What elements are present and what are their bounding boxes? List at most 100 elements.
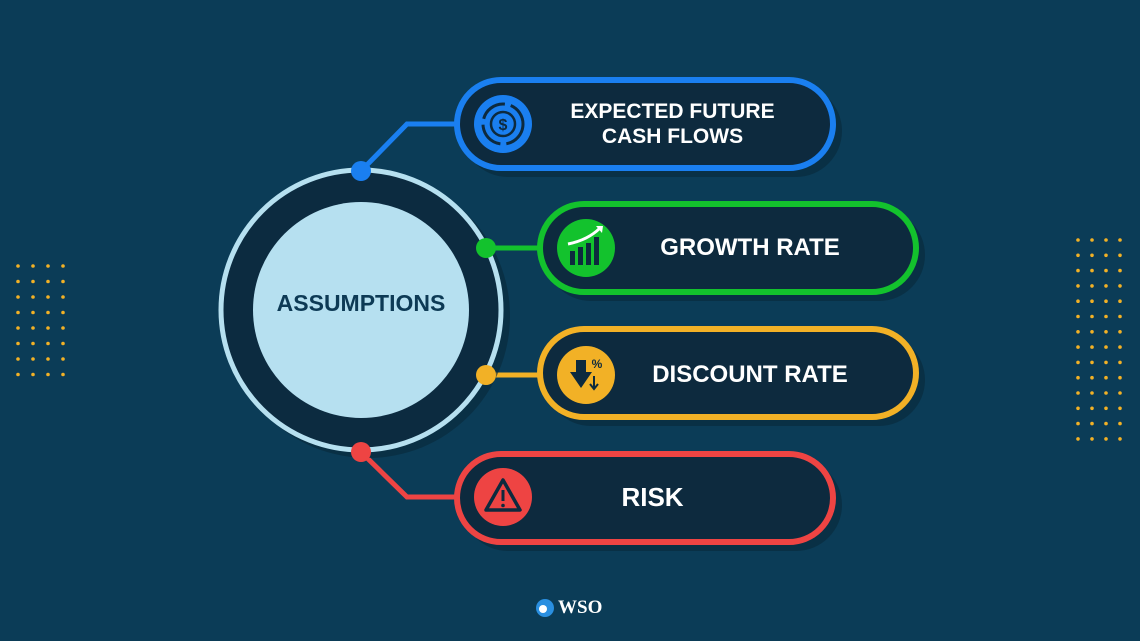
- decorative-dot: [61, 279, 65, 284]
- decorative-dot: [16, 326, 20, 330]
- decorative-dot: [1118, 437, 1122, 441]
- decorative-dot: [61, 372, 65, 377]
- decorative-dot: [1076, 406, 1080, 411]
- decorative-dot: [31, 264, 35, 268]
- decorative-dot: [1076, 345, 1080, 349]
- decorative-dot: [1104, 238, 1108, 242]
- decorative-dot: [1118, 299, 1122, 304]
- item-label-growth: GROWTH RATE: [660, 233, 840, 261]
- decorative-dot: [1076, 391, 1080, 395]
- decorative-dot: [16, 310, 20, 315]
- decorative-dot: [1104, 345, 1108, 349]
- decorative-dot: [1076, 314, 1080, 319]
- decorative-dot: [46, 279, 50, 284]
- decorative-dot: [1076, 238, 1080, 242]
- item-label-risk: RISK: [621, 482, 684, 513]
- decorative-dot: [31, 279, 35, 284]
- decorative-dot: [16, 357, 20, 361]
- node-dot-growth: [476, 238, 496, 258]
- warning-icon: [474, 468, 532, 526]
- node-dot-discount: [476, 365, 496, 385]
- svg-text:%: %: [592, 357, 603, 371]
- decorative-dot: [1118, 253, 1122, 258]
- connector-cash-flows: [359, 121, 460, 173]
- decorative-dot: [1104, 314, 1108, 319]
- pill-growth: [537, 201, 925, 301]
- decorative-dot: [1090, 406, 1094, 411]
- decorative-dots-left: [16, 264, 65, 377]
- pill-discount: %: [537, 326, 925, 426]
- decorative-dot: [1076, 330, 1080, 334]
- decorative-dot: [61, 326, 65, 330]
- decorative-dot: [1090, 268, 1094, 273]
- center-label: ASSUMPTIONS: [276, 290, 446, 316]
- decorative-dot: [1090, 330, 1094, 334]
- decorative-dot: [1104, 406, 1108, 411]
- main-circle-inner: [253, 202, 469, 418]
- decorative-dot: [31, 357, 35, 361]
- node-dot-cash-flows: [351, 161, 371, 181]
- decorative-dot: [1076, 421, 1080, 426]
- decorative-dot: [1076, 284, 1080, 288]
- decorative-dot: [61, 357, 65, 361]
- decorative-dot: [16, 295, 20, 299]
- decorative-dot: [61, 341, 65, 346]
- decorative-dot: [46, 372, 50, 377]
- decorative-dot: [1118, 238, 1122, 242]
- item-label-discount: DISCOUNT RATE: [652, 360, 848, 388]
- decorative-dot: [16, 372, 20, 377]
- decorative-dot: [46, 264, 50, 268]
- decorative-dot: [1104, 391, 1108, 395]
- discount-arrow-icon: %: [557, 346, 615, 404]
- decorative-dot: [1104, 437, 1108, 441]
- decorative-dot: [1118, 421, 1122, 426]
- decorative-dot: [1118, 391, 1122, 395]
- dollar-cycle-icon: $: [474, 95, 532, 153]
- growth-chart-icon: [557, 219, 615, 277]
- svg-text:$: $: [499, 117, 508, 134]
- decorative-dot: [1090, 437, 1094, 441]
- decorative-dot: [46, 310, 50, 315]
- decorative-dot: [1118, 406, 1122, 411]
- decorative-dot: [1090, 421, 1094, 426]
- decorative-dot: [1104, 299, 1108, 304]
- decorative-dot: [1118, 360, 1122, 365]
- decorative-dot: [46, 326, 50, 330]
- globe-icon: [536, 599, 554, 617]
- decorative-dot: [1090, 284, 1094, 288]
- decorative-dot: [1076, 253, 1080, 258]
- decorative-dot: [31, 326, 35, 330]
- decorative-dot: [1090, 345, 1094, 349]
- decorative-dot: [31, 372, 35, 377]
- decorative-dot: [1090, 253, 1094, 258]
- decorative-dots-right: [1076, 238, 1122, 441]
- decorative-dot: [1104, 375, 1108, 380]
- pill-cash-flows: $: [454, 77, 842, 177]
- wso-logo: WSO: [535, 597, 602, 619]
- decorative-dot: [1076, 360, 1080, 365]
- decorative-dot: [46, 341, 50, 346]
- decorative-dot: [1104, 421, 1108, 426]
- decorative-dot: [1090, 360, 1094, 365]
- decorative-dot: [61, 295, 65, 299]
- decorative-dot: [1104, 253, 1108, 258]
- node-dot-risk: [351, 442, 371, 462]
- decorative-dot: [1104, 268, 1108, 273]
- decorative-dot: [31, 310, 35, 315]
- connector-risk: [359, 450, 460, 500]
- decorative-dot: [1090, 391, 1094, 395]
- decorative-dot: [61, 264, 65, 268]
- decorative-dot: [1118, 314, 1122, 319]
- decorative-dot: [1090, 238, 1094, 242]
- decorative-dot: [1076, 437, 1080, 441]
- decorative-dot: [16, 279, 20, 284]
- decorative-dot: [1118, 330, 1122, 334]
- decorative-dot: [16, 341, 20, 346]
- decorative-dot: [1118, 268, 1122, 273]
- decorative-dot: [1090, 314, 1094, 319]
- decorative-dot: [1118, 284, 1122, 288]
- decorative-dot: [16, 264, 20, 268]
- decorative-dot: [1076, 268, 1080, 273]
